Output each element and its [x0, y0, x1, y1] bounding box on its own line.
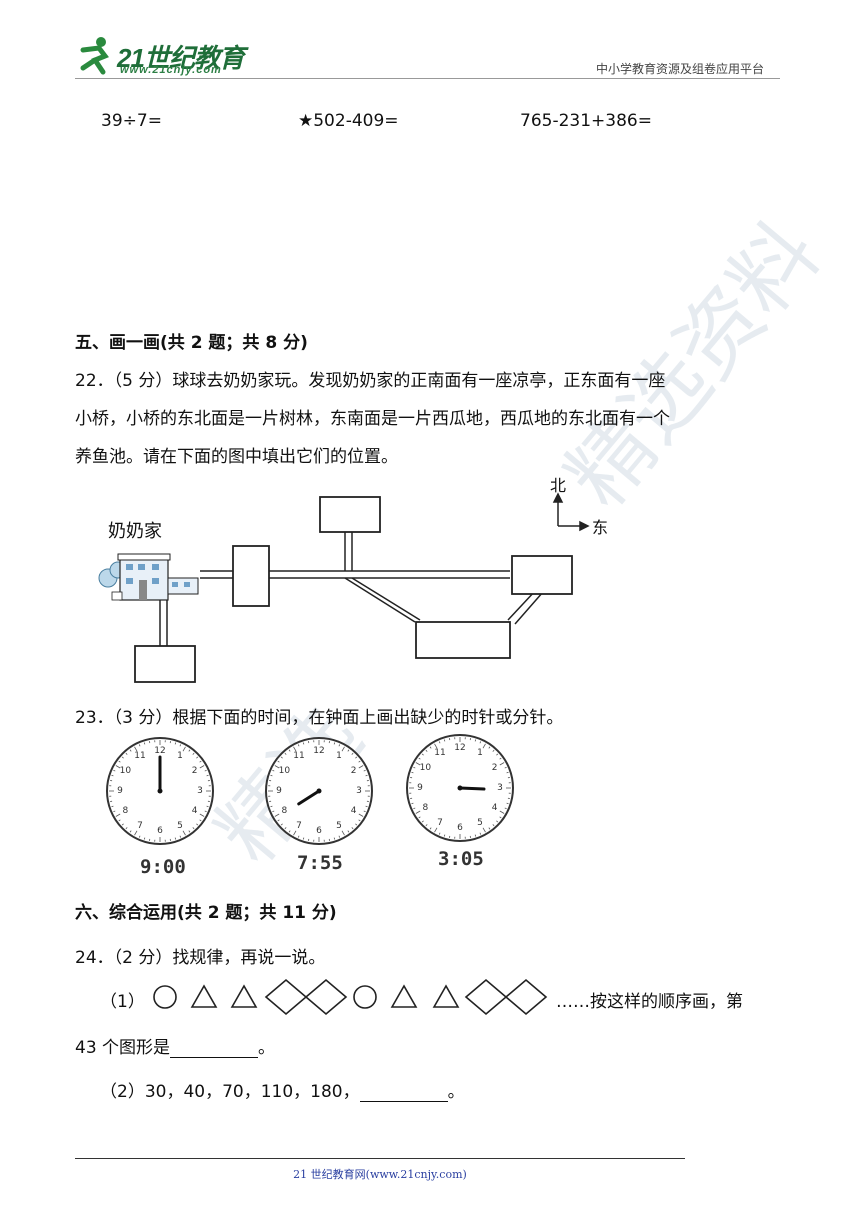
calc-q3: 765-231+386= [520, 111, 652, 131]
clock-number: 12 [313, 746, 325, 756]
clock-number: 8 [122, 806, 129, 816]
clock-number: 7 [137, 820, 143, 831]
diamond-shape-icon [464, 978, 508, 1016]
q24-p2-text: （2）30，40，70，110，180， [100, 1082, 360, 1102]
shape-sequence [153, 978, 548, 1016]
circle-shape-icon [353, 985, 377, 1009]
answer-box-south[interactable] [134, 645, 196, 683]
q24-p2-end: 。 [447, 1082, 465, 1102]
clock-number: 11 [434, 748, 446, 759]
section6-title: 六、综合运用(共 2 题；共 11 分) [75, 903, 337, 923]
clock-number: 5 [477, 817, 483, 828]
house-icon [98, 553, 199, 601]
answer-box-east[interactable] [511, 555, 573, 595]
clock-number: 10 [119, 766, 132, 776]
q24-p1-line2-text: 43 个图形是 [75, 1038, 171, 1058]
answer-box-north[interactable] [319, 496, 381, 533]
answer-blank-2[interactable] [359, 1083, 448, 1102]
q24-text: 24．（2 分）找规律，再说一说。 [75, 948, 326, 968]
clock-number: 8 [281, 806, 288, 816]
compass-icon [552, 492, 590, 532]
q24-p1-line2: 43 个图形是 。 [75, 1033, 275, 1058]
clock-number: 7 [437, 817, 443, 828]
diamond-shape-icon [304, 978, 348, 1016]
clock2-label: 7:55 [297, 852, 343, 874]
triangle-shape-icon [190, 984, 218, 1008]
clock-number: 9 [276, 786, 282, 796]
footer-text: 21 世纪教育网(www.21cnjy.com) [293, 1168, 467, 1181]
triangle-shape-icon [432, 984, 460, 1008]
clock-number: 8 [422, 803, 429, 813]
q22-line2: 小桥，小桥的东北面是一片树林，东南面是一片西瓜地，西瓜地的东北面有一个 [75, 409, 670, 429]
clock-number: 5 [177, 820, 183, 831]
clock-number: 5 [336, 820, 342, 831]
clock-number: 10 [278, 766, 291, 776]
clock-hand [297, 789, 321, 806]
clock-number: 12 [454, 743, 466, 753]
clock-number: 11 [293, 751, 305, 762]
calc-q1: 39÷7= [101, 111, 162, 131]
clock-number: 4 [191, 806, 198, 816]
q24-p1-end: 。 [258, 1038, 276, 1058]
clock-number: 11 [134, 751, 146, 762]
answer-box-southeast[interactable] [415, 621, 511, 659]
clock-number: 9 [117, 786, 123, 796]
q23-text: 23．（3 分）根据下面的时间，在钟面上画出缺少的时针或分针。 [75, 708, 564, 728]
triangle-shape-icon [390, 984, 418, 1008]
clock-number: 4 [491, 803, 498, 813]
clock-number: 6 [157, 826, 163, 836]
q24-p1-suffix: ……按这样的顺序画，第 [556, 992, 743, 1012]
diamond-shape-icon [264, 978, 308, 1016]
section5-title: 五、画一画(共 2 题；共 8 分) [75, 333, 308, 353]
calc-q2: ★502-409= [298, 111, 399, 131]
q22-line3: 养鱼池。请在下面的图中填出它们的位置。 [75, 447, 398, 467]
footer-divider [75, 1158, 685, 1159]
q22-line1: 22．（5 分）球球去奶奶家玩。发现奶奶家的正南面有一座凉亭，正东面有一座 [75, 371, 666, 391]
map-diagram [98, 492, 590, 683]
clock-number: 4 [350, 806, 357, 816]
logo-runner-icon [80, 37, 109, 75]
clock3-label: 3:05 [438, 848, 484, 870]
clock-number: 1 [336, 751, 342, 762]
logo-url: www.21cnjy.com [120, 64, 222, 76]
north-label: 北 [550, 476, 567, 495]
clock-number: 12 [154, 746, 166, 756]
clock-number: 3 [497, 783, 503, 793]
circle-shape-icon [153, 985, 177, 1009]
clock-number: 1 [477, 748, 483, 759]
clock-number: 2 [350, 766, 357, 776]
clock1-label: 9:00 [140, 856, 186, 878]
clock-number: 7 [296, 820, 302, 831]
clock-number: 2 [491, 763, 498, 773]
q24-p2: （2）30，40，70，110，180， 。 [100, 1077, 465, 1102]
house-label: 奶奶家 [108, 521, 162, 542]
diamond-shape-icon [504, 978, 548, 1016]
clock-number: 3 [356, 786, 362, 796]
clock-hand [458, 786, 486, 791]
clock-number: 2 [191, 766, 198, 776]
clock-number: 6 [316, 826, 322, 836]
logo-text: 21世纪教育 [117, 43, 245, 73]
triangle-shape-icon [230, 984, 258, 1008]
clock-number: 9 [417, 783, 423, 793]
east-label: 东 [592, 518, 609, 537]
answer-blank-1[interactable] [170, 1039, 259, 1058]
clock-number: 1 [177, 751, 183, 762]
clock-number: 10 [419, 763, 432, 773]
answer-box-bridge[interactable] [232, 545, 270, 607]
header-divider [75, 78, 780, 79]
platform-label: 中小学教育资源及组卷应用平台 [596, 62, 765, 76]
clock-number: 3 [197, 786, 203, 796]
clock-number: 6 [457, 823, 463, 833]
q24-p1-prefix: （1） [100, 992, 145, 1012]
